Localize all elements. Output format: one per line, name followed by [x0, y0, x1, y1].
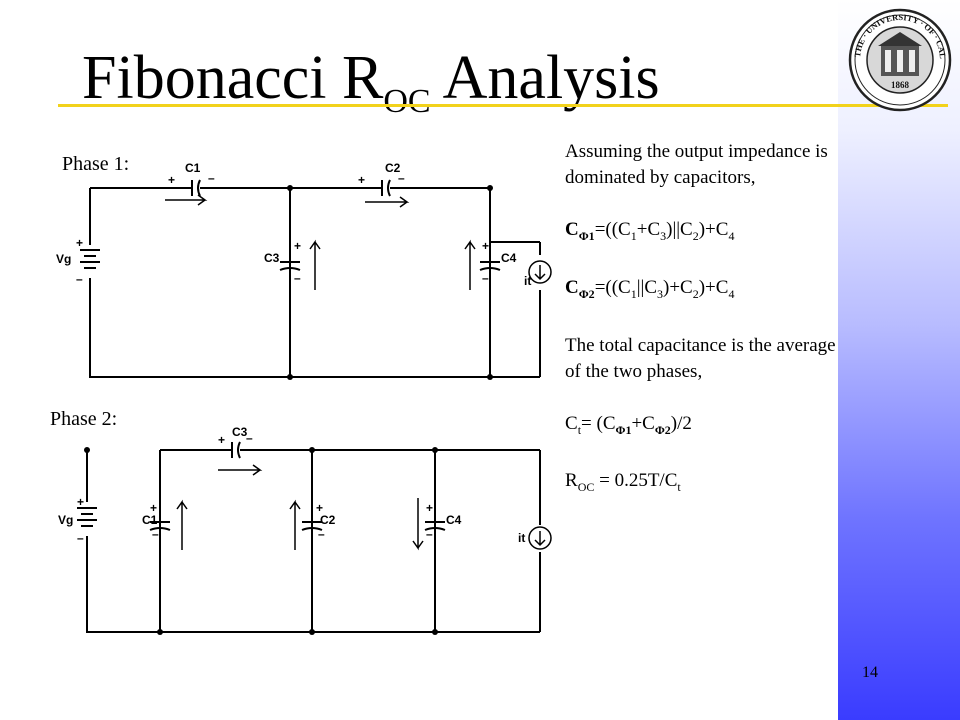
analysis-notes: Assuming the output impedance is dominat…	[565, 139, 845, 500]
svg-text:C3: C3	[264, 251, 280, 265]
svg-text:–: –	[152, 527, 159, 541]
svg-text:–: –	[482, 271, 489, 285]
svg-text:–: –	[246, 431, 253, 445]
svg-text:1868: 1868	[891, 80, 910, 90]
svg-text:+: +	[426, 501, 433, 515]
equation-phase-1: CΦ1=((C1+C3)||C2)+C4	[565, 219, 735, 243]
svg-text:+: +	[76, 236, 83, 250]
page-number: 14	[862, 664, 878, 681]
svg-text:C2: C2	[320, 513, 336, 527]
phase-1-label: Phase 1:	[62, 153, 130, 175]
title-underline	[58, 104, 948, 107]
svg-text:–: –	[318, 527, 325, 541]
svg-text:+: +	[482, 239, 489, 253]
svg-text:+: +	[218, 433, 225, 447]
svg-text:C2: C2	[385, 161, 401, 175]
svg-text:+: +	[358, 173, 365, 187]
svg-text:–: –	[77, 531, 84, 545]
phase-1-circuit: + – + – + – + – + – C1 C2 C3 C4 Vg it	[56, 161, 552, 380]
equation-ct: Ct= (CΦ1+CΦ2)/2	[565, 412, 692, 437]
svg-text:C3: C3	[232, 425, 248, 439]
svg-text:+: +	[168, 173, 175, 187]
total-capacitance-text: The total capacitance is the average of …	[565, 334, 836, 382]
svg-text:–: –	[294, 271, 301, 285]
university-seal-logo: THE · UNIVERSITY · OF · CALIFORNIA 1868	[848, 8, 952, 112]
intro-text: Assuming the output impedance is dominat…	[565, 141, 828, 188]
svg-text:it: it	[518, 531, 525, 545]
svg-text:+: +	[77, 495, 84, 509]
equation-roc: ROC = 0.25T/Ct	[565, 470, 681, 495]
svg-text:+: +	[316, 501, 323, 515]
decorative-blue-band	[838, 0, 960, 720]
svg-text:C1: C1	[185, 161, 201, 175]
svg-text:–: –	[208, 171, 215, 185]
phase-2-circuit: + – + – + – + – + – C3 C1 C2 C4 Vg it	[58, 425, 552, 635]
svg-text:+: +	[150, 501, 157, 515]
equation-phase-2: CΦ2=((C1||C3)+C2)+C4	[565, 276, 735, 301]
svg-text:–: –	[426, 527, 433, 541]
svg-text:–: –	[76, 272, 83, 286]
svg-text:Vg: Vg	[58, 513, 73, 527]
svg-text:C1: C1	[142, 513, 158, 527]
svg-text:–: –	[398, 171, 405, 185]
slide-title: Fibonacci ROC Analysis	[82, 44, 660, 120]
svg-text:C4: C4	[446, 513, 462, 527]
svg-text:+: +	[294, 239, 301, 253]
svg-text:Vg: Vg	[56, 252, 71, 266]
svg-text:C4: C4	[501, 251, 517, 265]
svg-text:it: it	[524, 274, 531, 288]
phase-2-label: Phase 2:	[50, 408, 118, 430]
